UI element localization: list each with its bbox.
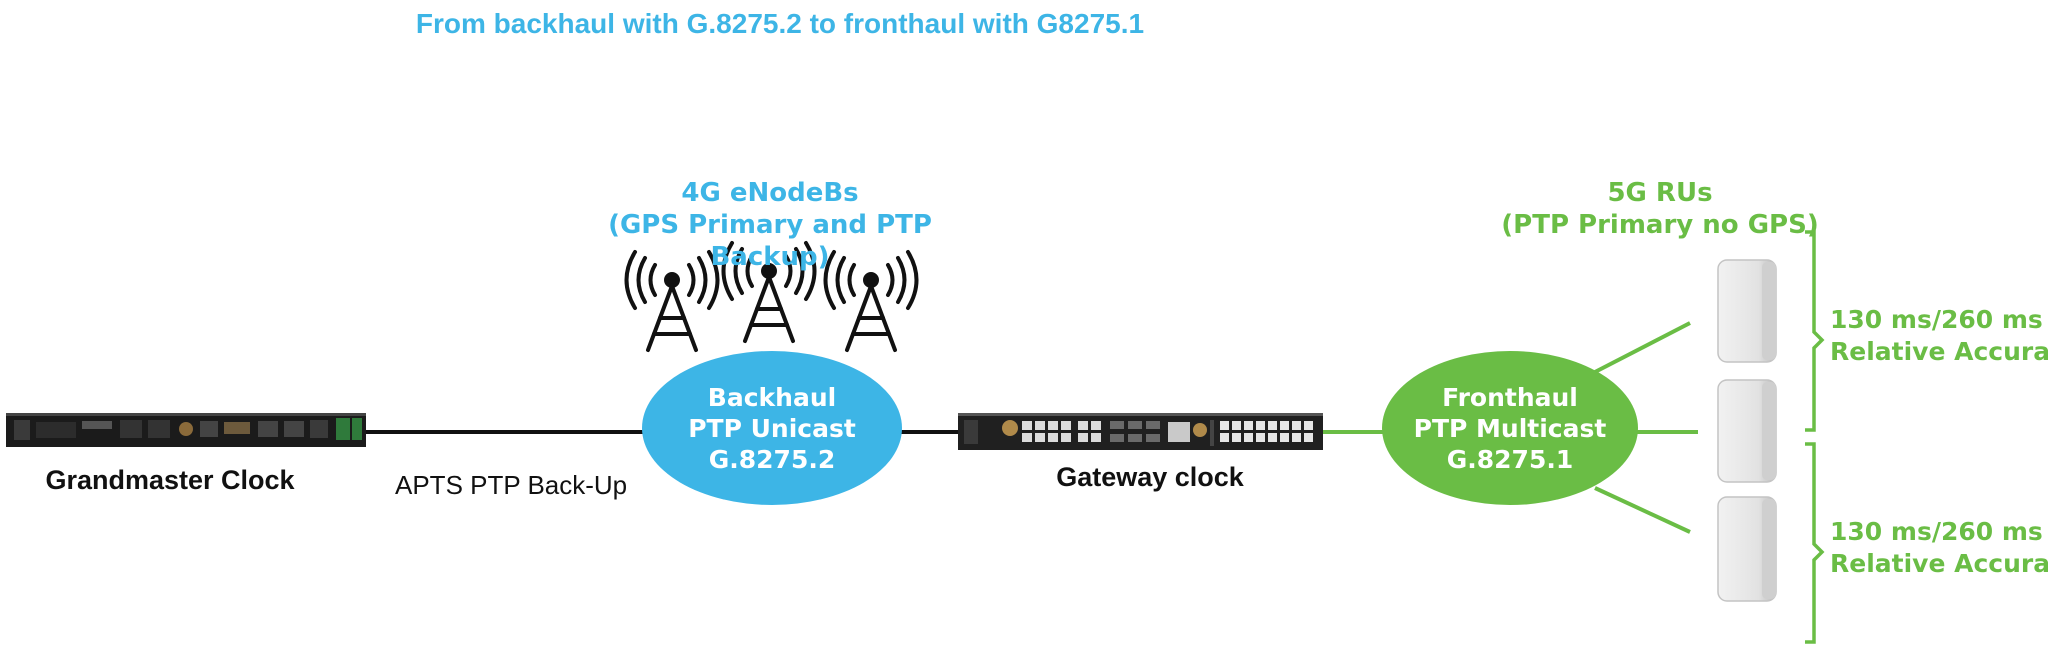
cell-tower-icon [823, 250, 919, 352]
fronthaul-line2: PTP Multicast [1413, 414, 1607, 443]
fronthaul-line3: G.8275.1 [1446, 445, 1574, 474]
fronthaul-line1: Fronthaul [1442, 383, 1578, 412]
grandmaster-label: Grandmaster Clock [45, 465, 295, 495]
accuracy-label-bottom: 130 ms/260 ms Relative Accuracy [1830, 516, 2048, 580]
link-fronthaul-ru3 [1594, 486, 1691, 534]
accuracy-top-line2: Relative Accuracy [1830, 337, 2048, 366]
gateway-label: Gateway clock [1056, 462, 1244, 492]
accuracy-label-top: 130 ms/260 ms Relative Accuracy [1830, 304, 2048, 368]
ru-label-line2: (PTP Primary no GPS) [1501, 210, 1819, 240]
gateway-clock-device [958, 413, 1323, 450]
backhaul-ellipse [642, 351, 902, 505]
backhaul-line2: PTP Unicast [688, 414, 856, 443]
enodeb-label: 4G eNodeBs (GPS Primary and PTP Backup) [560, 177, 980, 273]
backup-label: APTS PTP Back-Up [395, 470, 628, 500]
ru-label: 5G RUs (PTP Primary no GPS) [1460, 177, 1860, 241]
cell-tower-icon [624, 250, 720, 352]
enodeb-label-line2: (GPS Primary and PTP Backup) [608, 210, 932, 272]
accuracy-bottom-line1: 130 ms/260 ms [1830, 517, 2043, 546]
enodeb-label-line1: 4G eNodeBs [681, 178, 859, 208]
cell-tower-icon [721, 241, 817, 343]
radio-unit-icon [1717, 496, 1777, 602]
radio-unit-icon [1717, 379, 1777, 483]
page-title: From backhaul with G.8275.2 to fronthaul… [415, 8, 1145, 39]
accuracy-top-line1: 130 ms/260 ms [1830, 305, 2043, 334]
link-fronthaul-ru1 [1594, 321, 1691, 374]
backhaul-line3: G.8275.2 [708, 445, 836, 474]
grandmaster-clock-device [6, 413, 366, 447]
ru-label-line1: 5G RUs [1607, 178, 1713, 208]
accuracy-bracket-top [1805, 230, 1825, 432]
accuracy-bottom-line2: Relative Accuracy [1830, 549, 2048, 578]
fronthaul-ellipse [1382, 351, 1638, 505]
backhaul-text: Backhaul PTP Unicast G.8275.2 [642, 382, 902, 475]
fronthaul-text: Fronthaul PTP Multicast G.8275.1 [1382, 382, 1638, 475]
radio-unit-icon [1717, 259, 1777, 363]
accuracy-bracket-bottom [1805, 442, 1825, 644]
backhaul-line1: Backhaul [707, 383, 837, 412]
